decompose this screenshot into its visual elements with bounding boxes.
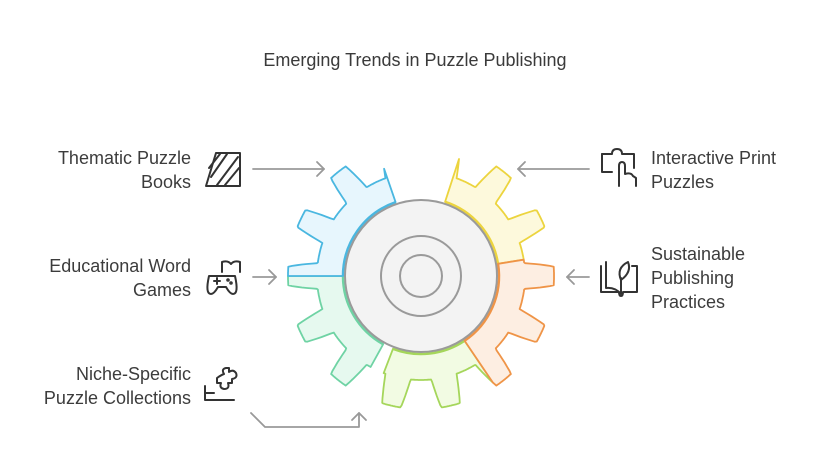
hub-ring-inner	[399, 254, 443, 298]
label-interactive: Interactive Print Puzzles	[651, 146, 776, 194]
arrow-educational	[252, 269, 277, 285]
hub-arc-thematic	[341, 275, 384, 346]
label-line: Puzzle Collections	[43, 388, 191, 408]
hub-arc-interactive	[341, 201, 397, 277]
label-line: Interactive Print	[651, 148, 777, 168]
book-leaf-icon	[600, 261, 638, 297]
label-thematic: Thematic Puzzle Books	[58, 146, 191, 194]
puzzle-hand-icon	[601, 148, 637, 187]
label-line: Educational Word	[49, 256, 191, 276]
label-line: Puzzles	[651, 172, 715, 192]
label-educational: Educational Word Games	[49, 254, 191, 302]
label-line: Thematic Puzzle	[57, 148, 191, 168]
arrow-interactive	[517, 161, 590, 177]
hub-ring-outer	[380, 235, 462, 317]
label-line: Practices	[651, 292, 726, 312]
gear-hub	[344, 199, 498, 353]
label-line: Niche-Specific	[75, 364, 191, 384]
hub-arc-sustainable	[444, 200, 500, 264]
book-stripes-icon	[205, 152, 241, 187]
puzzle-piece-icon	[204, 367, 238, 401]
arrow-thematic	[252, 161, 325, 177]
arrow-niche	[250, 412, 367, 428]
label-niche: Niche-Specific Puzzle Collections	[44, 362, 191, 410]
hub-arc-educational	[392, 339, 466, 356]
gear-segments	[287, 158, 555, 409]
label-line: Books	[140, 172, 191, 192]
hub-arc-niche	[463, 263, 501, 342]
label-line: Sustainable	[651, 244, 746, 264]
gamepad-book-icon	[206, 260, 241, 295]
diagram-title: Emerging Trends in Puzzle Publishing	[263, 50, 567, 70]
label-line: Publishing	[651, 268, 735, 288]
label-line: Games	[132, 280, 191, 300]
label-sustainable: Sustainable Publishing Practices	[651, 242, 745, 314]
arrow-sustainable	[566, 269, 590, 285]
